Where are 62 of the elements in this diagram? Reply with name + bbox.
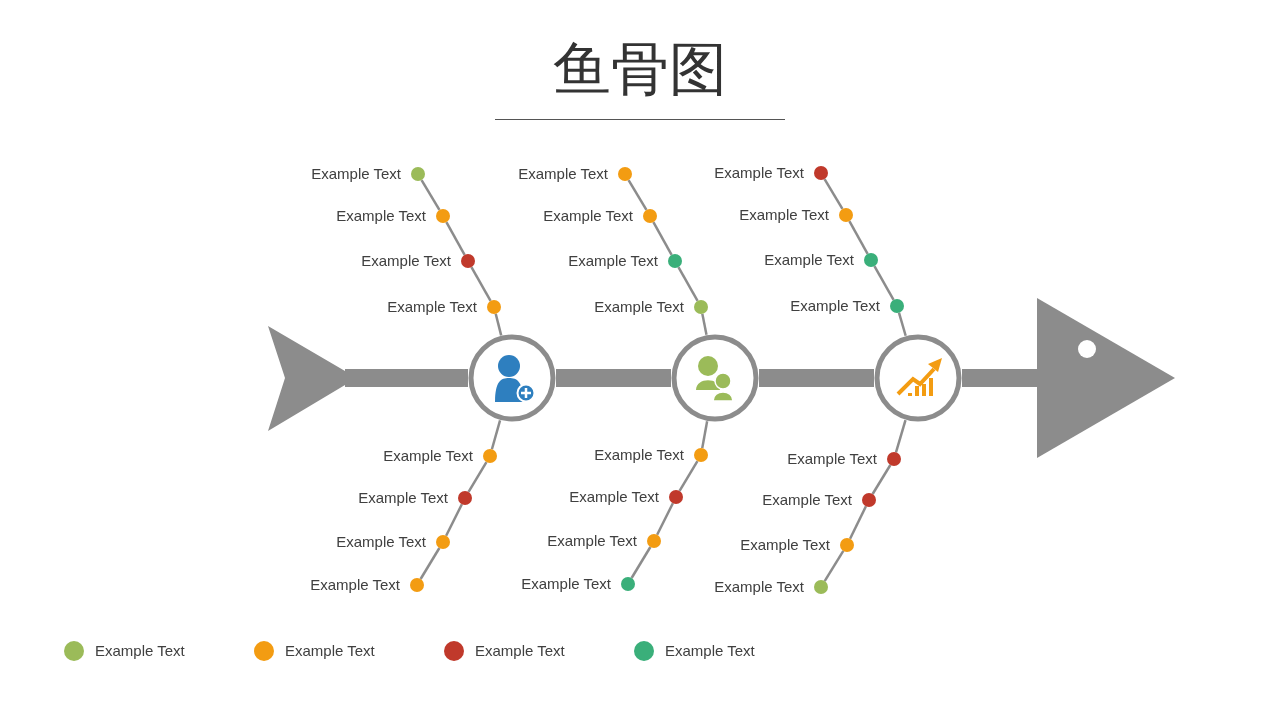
item-label: Example Text — [336, 207, 426, 225]
legend-label: Example Text — [95, 642, 185, 660]
bone-line — [656, 502, 674, 536]
item-label: Example Text — [714, 578, 804, 596]
bone-line — [701, 313, 708, 336]
bone-line — [470, 266, 492, 302]
item-label: Example Text — [383, 447, 473, 465]
item-label: Example Text — [714, 164, 804, 182]
bone-line — [823, 550, 845, 582]
legend-label: Example Text — [665, 642, 755, 660]
bone-line — [419, 547, 441, 580]
spine-bar — [962, 369, 1037, 387]
title: 鱼骨图 — [552, 34, 728, 104]
item-label: Example Text — [764, 251, 854, 269]
bone-line — [848, 220, 869, 255]
item-label: Example Text — [310, 576, 400, 594]
bone-line — [490, 420, 502, 450]
item-label: Example Text — [594, 446, 684, 464]
bone-line — [494, 313, 503, 336]
bone-line — [897, 312, 907, 337]
bone-line — [627, 179, 648, 211]
item-label: Example Text — [594, 298, 684, 316]
item-label: Example Text — [547, 532, 637, 550]
bone-line — [652, 221, 673, 256]
item-label: Example Text — [569, 488, 659, 506]
fish-head — [1037, 298, 1175, 458]
bone-line — [630, 546, 652, 579]
bone-line — [701, 421, 709, 449]
bone-line — [894, 419, 907, 453]
icon-circle — [468, 334, 556, 422]
bone-line — [677, 266, 699, 302]
item-label: Example Text — [787, 450, 877, 468]
bone-line — [467, 461, 488, 493]
bone-line — [848, 505, 868, 540]
item-label: Example Text — [568, 252, 658, 270]
spine-bar — [345, 369, 468, 387]
fish-tail — [268, 326, 345, 431]
legend-label: Example Text — [475, 642, 565, 660]
bone-line — [873, 265, 895, 301]
item-label: Example Text — [387, 298, 477, 316]
bone-line — [823, 178, 844, 210]
bone-line — [871, 464, 892, 495]
item-label: Example Text — [518, 165, 608, 183]
bone-line — [420, 179, 441, 211]
item-label: Example Text — [543, 207, 633, 225]
legend-label: Example Text — [285, 642, 375, 660]
icon-circle — [874, 334, 962, 422]
item-label: Example Text — [762, 491, 852, 509]
bone-line — [445, 221, 466, 256]
item-label: Example Text — [740, 536, 830, 554]
spine-bar — [556, 369, 671, 387]
spine-bar — [759, 369, 874, 387]
item-label: Example Text — [311, 165, 401, 183]
item-label: Example Text — [358, 489, 448, 507]
item-label: Example Text — [790, 297, 880, 315]
bone-line — [678, 460, 699, 492]
item-label: Example Text — [739, 206, 829, 224]
item-label: Example Text — [336, 533, 426, 551]
item-label: Example Text — [521, 575, 611, 593]
icon-circle — [671, 334, 759, 422]
bone-line — [445, 503, 463, 537]
item-label: Example Text — [361, 252, 451, 270]
